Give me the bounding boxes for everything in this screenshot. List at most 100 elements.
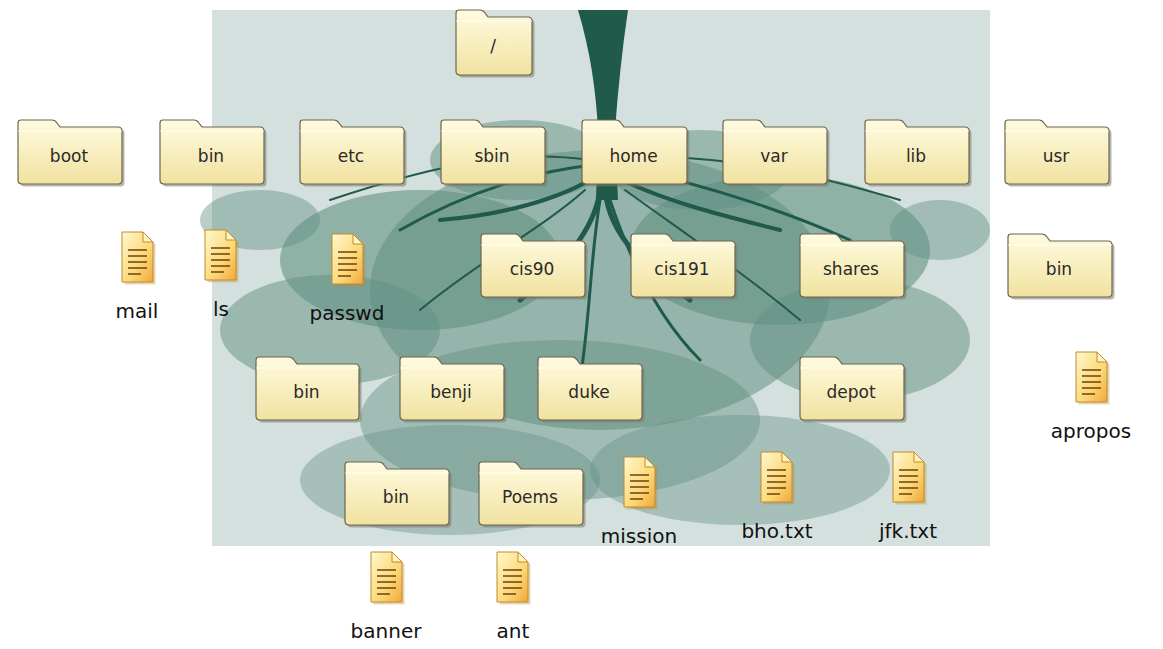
folder-edge — [538, 368, 642, 369]
background-panel — [212, 10, 990, 546]
file-label: jfk.txt — [876, 520, 941, 542]
foliage — [200, 120, 990, 535]
folder-label: shares — [797, 259, 905, 279]
folder-label: bin — [342, 487, 450, 507]
file-line — [211, 259, 230, 261]
file-line — [767, 475, 786, 477]
file-node: ant — [493, 550, 533, 642]
folder-node: lib — [862, 118, 970, 184]
folder-label: bin — [1005, 259, 1113, 279]
file-line — [503, 575, 522, 577]
file-line — [630, 474, 649, 476]
file-line — [128, 267, 147, 269]
file-line — [503, 587, 522, 589]
folder-label: benji — [397, 382, 505, 402]
file-page — [1076, 352, 1107, 402]
file-line — [377, 581, 396, 583]
folder-label: home — [579, 146, 688, 166]
folder-node: bin — [157, 118, 265, 184]
file-icon — [202, 228, 240, 284]
folder-edge — [345, 473, 449, 474]
folder-label: cis90 — [478, 259, 586, 279]
folder-edge — [481, 245, 585, 246]
file-line — [377, 575, 396, 577]
file-node: ls — [201, 228, 241, 320]
file-line — [128, 261, 147, 263]
folder-node: / — [453, 8, 533, 75]
folder-label: sbin — [438, 146, 546, 166]
file-corner — [518, 552, 528, 562]
folder-edge — [1008, 245, 1112, 246]
file-corner — [353, 234, 363, 244]
file-line — [1082, 375, 1101, 377]
folder-node: cis90 — [478, 232, 586, 297]
file-line — [503, 593, 516, 595]
file-label: mail — [113, 300, 162, 322]
file-label: apropos — [1048, 420, 1135, 442]
folder-edge — [723, 131, 827, 132]
file-line — [899, 481, 918, 483]
file-corner — [1097, 352, 1107, 362]
folder-edge — [18, 131, 122, 132]
folder-node: sbin — [438, 118, 546, 184]
file-icon — [494, 550, 532, 606]
folder-label: bin — [157, 146, 265, 166]
file-line — [1082, 369, 1101, 371]
file-line — [128, 273, 141, 275]
folder-label: etc — [297, 146, 405, 166]
folder-edge — [1005, 131, 1109, 132]
file-page — [624, 457, 655, 507]
file-line — [767, 469, 786, 471]
folder-edge — [300, 131, 404, 132]
file-line — [377, 587, 396, 589]
file-icon — [621, 455, 659, 511]
file-node: banner — [348, 550, 425, 642]
file-icon — [890, 450, 928, 506]
file-line — [338, 257, 357, 259]
file-label: ls — [201, 298, 241, 320]
file-page — [761, 452, 792, 502]
folder-label: duke — [535, 382, 643, 402]
file-line — [377, 593, 390, 595]
file-corner — [782, 452, 792, 462]
file-label: passwd — [307, 302, 388, 324]
folder-node: bin — [253, 355, 360, 420]
file-page — [497, 552, 528, 602]
file-icon — [368, 550, 406, 606]
file-label: mission — [598, 525, 681, 547]
folder-edge — [631, 245, 735, 246]
file-corner — [143, 232, 153, 242]
file-icon — [1073, 350, 1111, 406]
folder-node: shares — [797, 232, 905, 297]
file-node: mail — [113, 230, 162, 322]
file-line — [899, 475, 918, 477]
file-corner — [914, 452, 924, 462]
file-line — [767, 481, 786, 483]
file-line — [128, 255, 147, 257]
folder-label: depot — [797, 382, 905, 402]
file-corner — [392, 552, 402, 562]
folder-node: bin — [1005, 232, 1113, 297]
file-icon — [329, 232, 367, 288]
file-page — [122, 232, 153, 282]
folder-label: Poems — [476, 487, 584, 507]
folder-node: boot — [15, 118, 123, 184]
folder-edge — [456, 21, 532, 22]
folder-edge — [865, 131, 969, 132]
folder-label: var — [720, 146, 828, 166]
folder-edge — [800, 245, 904, 246]
file-line — [630, 486, 649, 488]
file-line — [211, 265, 230, 267]
folder-edge — [582, 131, 687, 132]
file-line — [1082, 387, 1101, 389]
file-line — [338, 269, 357, 271]
file-line — [899, 469, 918, 471]
file-page — [371, 552, 402, 602]
folder-node: etc — [297, 118, 405, 184]
file-line — [767, 493, 780, 495]
file-line — [630, 498, 643, 500]
folder-edge — [160, 131, 264, 132]
file-line — [767, 487, 786, 489]
folder-edge — [800, 368, 904, 369]
file-line — [1082, 381, 1101, 383]
